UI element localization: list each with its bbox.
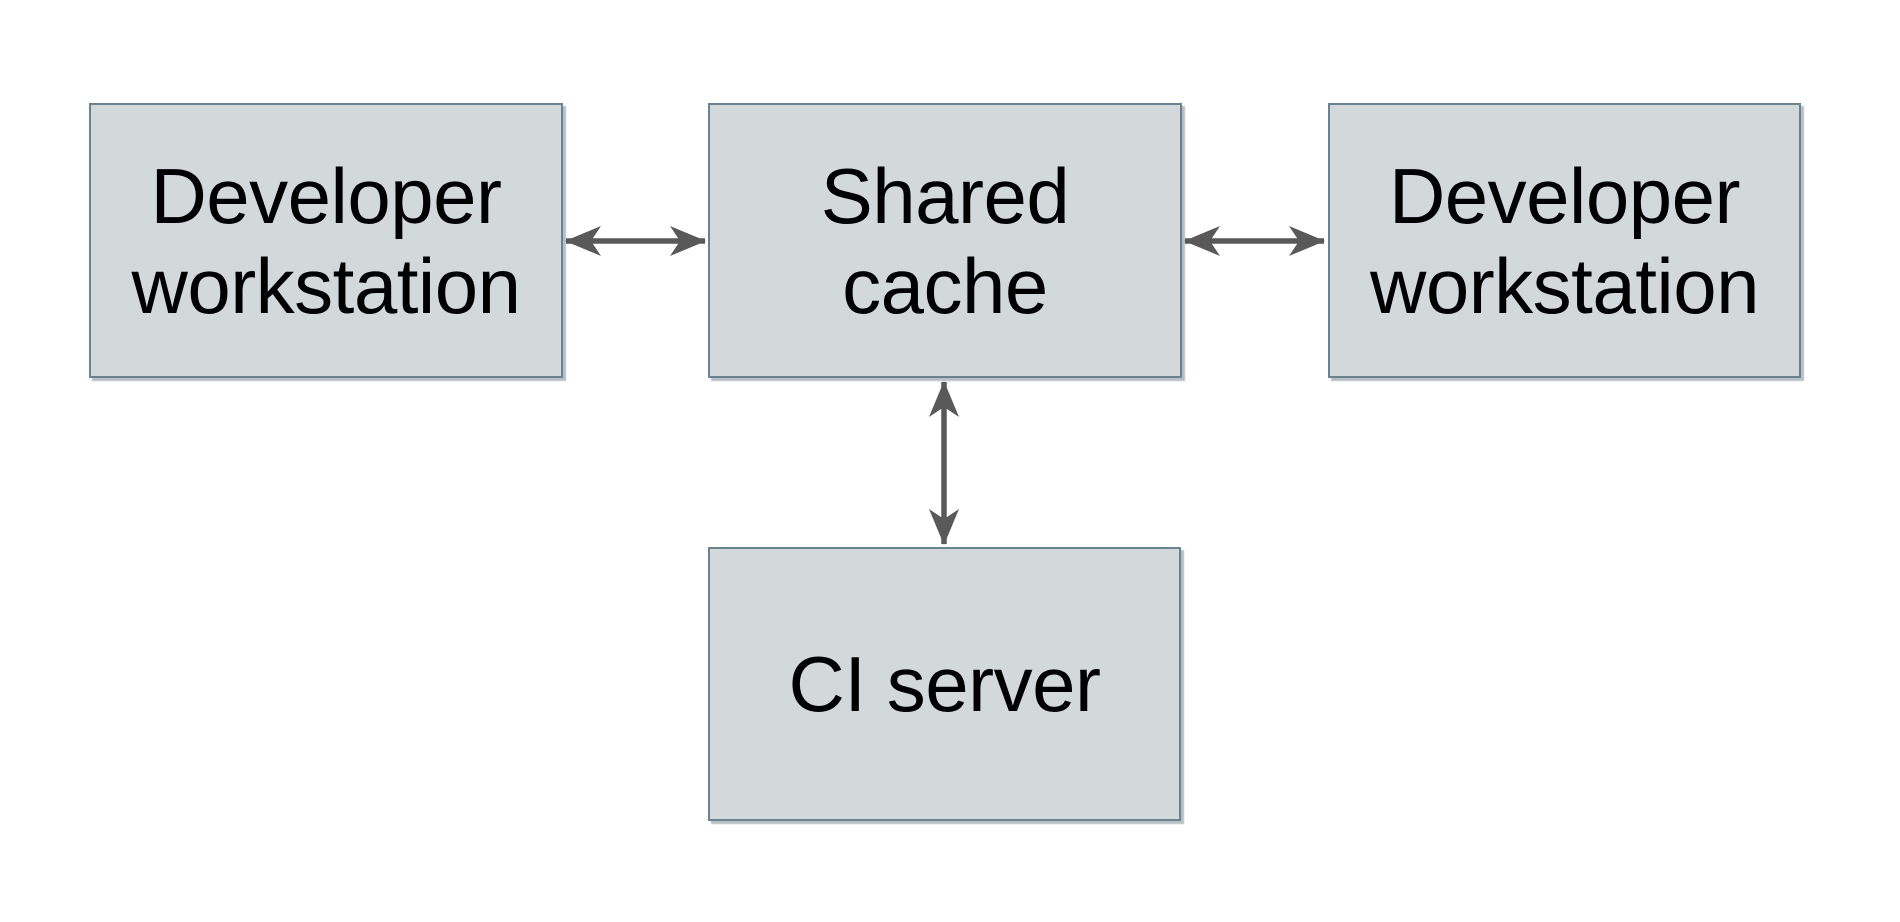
node-shared-cache: Shared cache: [708, 103, 1182, 378]
node-label-line: workstation: [1370, 241, 1760, 330]
node-label-line: cache: [842, 241, 1048, 330]
node-label-line: Developer: [150, 151, 502, 240]
node-label-line: Shared: [820, 151, 1070, 240]
node-label-line: Developer: [1388, 151, 1741, 240]
node-label-line: CI server: [788, 640, 1101, 728]
node-developer-workstation-left: Developer workstation: [89, 103, 563, 378]
node-ci-server: CI server: [708, 547, 1181, 821]
node-label-line: workstation: [131, 241, 522, 330]
node-developer-workstation-right: Developer workstation: [1328, 103, 1801, 378]
